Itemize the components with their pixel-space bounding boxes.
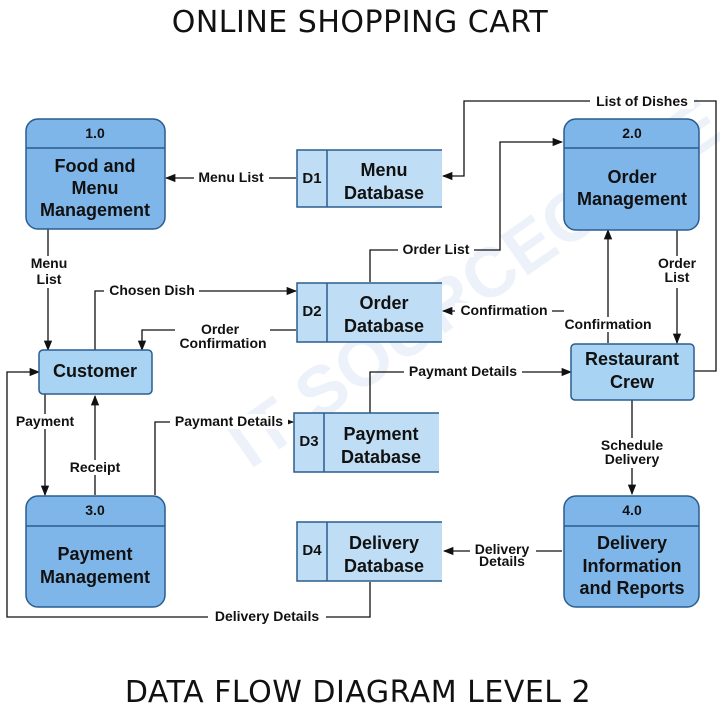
process-3-name-line2: Management — [40, 567, 150, 587]
process-2-name-line2: Management — [577, 189, 687, 209]
entity-crew-label-line2: Crew — [610, 372, 655, 392]
entity-customer: Customer — [38, 349, 153, 395]
process-3-number: 3.0 — [85, 502, 105, 518]
flow-label-chosen-dish: Chosen Dish — [109, 282, 195, 298]
datastore-d2: D2 Order Database — [296, 282, 442, 343]
datastore-d2-name-line2: Database — [344, 316, 424, 336]
datastore-d3-id: D3 — [299, 433, 318, 450]
datastore-d4-id: D4 — [302, 542, 322, 559]
process-1-number: 1.0 — [85, 125, 105, 141]
flow-label-menu-list-line2: List — [37, 271, 62, 287]
flow-label-menu-list: Menu List — [198, 169, 264, 185]
datastore-d3: D3 Payment Database — [293, 412, 439, 473]
datastore-d1-id: D1 — [302, 170, 321, 187]
datastore-d4-name-line2: Database — [344, 556, 424, 576]
datastore-d2-name-line1: Order — [359, 293, 408, 313]
entity-crew-label-line1: Restaurant — [585, 349, 679, 369]
datastore-d1: D1 Menu Database — [296, 149, 442, 208]
flow-label-delivery-details-line2: Details — [479, 553, 525, 569]
flow-label-order-confirmation-line1: Order — [201, 321, 240, 337]
flow-label-order-list-right-line2: List — [665, 269, 690, 285]
flow-label-menu-list-line1: Menu — [31, 255, 68, 271]
flow-line-delivery-details-bottom — [6, 367, 371, 618]
process-1-name-line2: Menu — [72, 178, 119, 198]
flow-label-receipt: Receipt — [70, 459, 121, 475]
datastore-d4: D4 Delivery Database — [296, 521, 442, 582]
flow-label-paymant-details-d3: Paymant Details — [175, 413, 283, 429]
entity-restaurant-crew: Restaurant Crew — [570, 343, 695, 401]
entity-customer-label: Customer — [53, 361, 137, 381]
diagram-title: ONLINE SHOPPING CART — [172, 5, 549, 40]
flow-line-chosen-dish — [94, 286, 298, 350]
process-4-name-line3: and Reports — [579, 578, 684, 598]
flow-label-confirmation-crew: Confirmation — [564, 316, 651, 332]
flow-label-order-list-top: Order List — [403, 241, 470, 257]
process-3-name-line1: Payment — [57, 544, 132, 564]
process-1: 1.0 Food and Menu Management — [25, 118, 166, 230]
datastore-d4-name-line1: Delivery — [349, 533, 419, 553]
datastore-d1-name-line2: Database — [344, 183, 424, 203]
flow-labels: List of Dishes Menu List Menu List Chose… — [12, 93, 698, 624]
flow-label-order-confirmation-line2: Confirmation — [179, 335, 266, 351]
process-4: 4.0 Delivery Information and Reports — [563, 495, 700, 608]
datastore-d1-name-line1: Menu — [361, 160, 408, 180]
flow-label-confirmation-d2: Confirmation — [460, 302, 547, 318]
flow-label-schedule-delivery-line2: Delivery — [605, 451, 660, 467]
process-4-number: 4.0 — [622, 502, 642, 518]
diagram-footer: DATA FLOW DIAGRAM LEVEL 2 — [125, 675, 591, 710]
flow-line-order-list-top — [369, 137, 564, 282]
flow-label-delivery-details-bottom: Delivery Details — [215, 608, 319, 624]
process-4-name-line2: Information — [583, 556, 682, 576]
process-3: 3.0 Payment Management — [25, 495, 166, 608]
process-2-name-line1: Order — [607, 167, 656, 187]
process-2-number: 2.0 — [622, 125, 642, 141]
flow-label-order-list-right-line1: Order — [658, 255, 697, 271]
process-1-name-line3: Management — [40, 200, 150, 220]
flow-label-delivery-details-line1: Delivery — [475, 541, 530, 557]
datastore-d2-id: D2 — [302, 303, 321, 320]
flow-label-list-of-dishes: List of Dishes — [596, 93, 688, 109]
flow-label-paymant-details-crew: Paymant Details — [409, 363, 517, 379]
process-2: 2.0 Order Management — [563, 118, 700, 231]
datastore-d3-name-line1: Payment — [343, 424, 418, 444]
flow-label-schedule-delivery-line1: Schedule — [601, 437, 663, 453]
process-1-name-line1: Food and — [55, 156, 136, 176]
process-4-name-line1: Delivery — [597, 533, 667, 553]
datastore-d3-name-line2: Database — [341, 447, 421, 467]
flow-label-payment: Payment — [16, 413, 75, 429]
